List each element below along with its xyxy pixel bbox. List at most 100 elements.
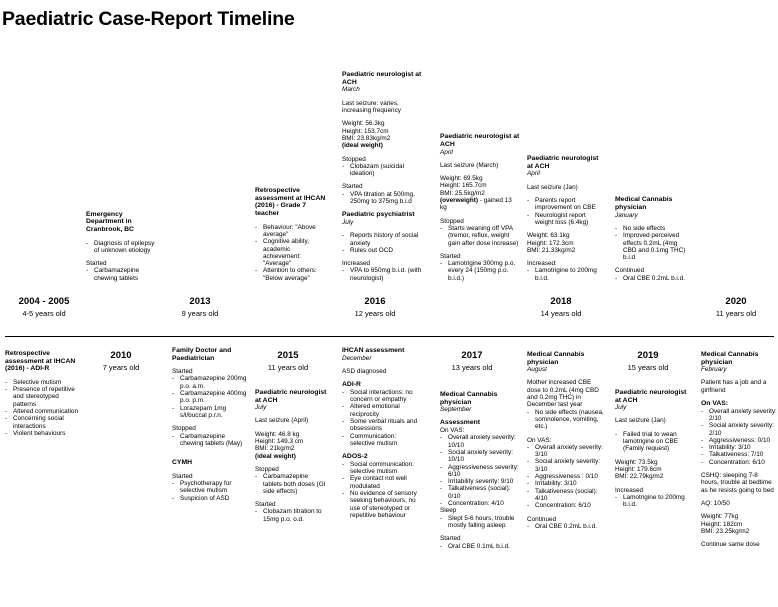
entry-month: July [255,404,267,412]
list-item: Overall anxiety severity: 10/10 [440,434,520,449]
entry-2019-cannabis-physician: Medical Cannabis physician January No si… [615,196,691,282]
list-item: Talkativeness (social): 4/10 [527,488,605,503]
height-value: Height: 165.7cm [440,182,487,190]
seizure-note: Last seizure (March) [440,161,499,169]
bmi-value: BMI: 25.5kg/m2 [440,189,485,197]
entry-heading: Paediatric neurologist at ACH [615,389,687,404]
plan-note: Continue same dose [701,541,760,549]
height-value: Height: 149.3 cm [255,438,304,446]
list-item: Aggressiveness severity: 6/10 [440,464,520,479]
entry-heading: Medical Cannabis physician [615,196,673,212]
list-item: Irritability: 3/10 [701,444,777,452]
list-item: Aggressiveness: 0/10 [701,437,777,445]
section-label: On VAS: [440,427,465,435]
entry-month: April [440,148,453,156]
bmi-value: BMI: 21kg/m2 [255,445,295,453]
entry-month: September [440,406,472,414]
list-item: Lamotrigine to 200mg b.i.d. [615,494,691,509]
milestone-2013: 2013 9 years old [160,296,240,318]
milestone-2019: 2019 15 years old [608,350,688,372]
section-heading: ADI-R [342,381,361,389]
entry-month: March [342,86,360,94]
milestone-age: 15 years old [627,363,669,372]
entry-heading: Paediatric neurologist at ACH [342,71,422,86]
list-item: Concentration: 6/10 [527,502,605,510]
status-note: Patient has a job and a girlfriend [701,379,767,394]
section-label: Increased: [527,260,557,268]
list-item: VPA titration at 500mg. 250mg to 375mg b… [342,191,422,206]
section-heading: Assessment [440,419,481,427]
entry-2016-neurologist-psychiatrist: Paediatric neurologist at ACH March Last… [342,71,422,282]
milestone-2004-2005: 2004 - 2005 4-5 years old [2,296,86,318]
section-label: Started [255,501,276,509]
entry-2017-neurologist: Paediatric neurologist at ACH April Last… [440,133,520,282]
list-item: Clobazam titration to 15mg p.o. o.d. [255,508,327,523]
seizure-note: Last seizure (April) [255,417,309,425]
weight-status: (overweight) [440,197,478,205]
weight-status: (ideal weight) [255,452,296,460]
weight-value: Weight: 73.5kg [615,458,658,466]
list-item: Clobazam (suicidal ideation) [342,163,422,178]
dose-note: Mother increased CBE dose to 0.2mL (4mg … [527,379,599,409]
section-label: Increased [615,486,644,494]
entry-heading: CYMH [172,459,193,467]
list-item: Reports history of social anxiety [342,232,422,247]
section-label: Sleep [440,507,457,515]
seizure-note: Last seizure: varies, increasing frequen… [342,99,401,115]
milestone-age: 7 years old [102,363,140,372]
height-value: Height: 179.6cm [615,465,662,473]
milestone-year: 2015 [277,350,299,361]
section-label: Stopped [172,425,196,433]
entry-heading: Medical Cannabis physician [440,391,498,406]
milestone-2010: 2010 7 years old [84,350,158,372]
list-item: Social communication: selective mutism [342,461,422,476]
list-item: Aggressiveness : 0/10 [527,473,605,481]
milestone-2015: 2015 11 years old [248,350,328,372]
height-value: Height: 182cm [701,520,743,528]
entry-month: August [527,366,547,374]
milestone-year: 2013 [189,296,211,307]
list-item: Selective mutism [5,379,81,387]
milestone-year: 2010 [110,350,132,361]
weight-status-line: (overweight) - gained 13 kg [440,197,520,212]
entry-month: February [701,366,727,374]
section-label: Started [440,252,461,260]
milestone-year: 2018 [550,296,572,307]
list-item: Irritability: 3/10 [527,480,605,488]
entry-2019-neurologist: Paediatric neurologist at ACH July Last … [615,389,691,508]
list-item: Failed trial to wean lamotrigine on CBE … [615,431,691,453]
list-item: Social anxiety severity: 10/10 [440,449,520,464]
milestone-2016: 2016 12 years old [335,296,415,318]
list-item: Social interactions: no concern or empat… [342,389,422,404]
list-item: Carbamazepine chewing tablets (May) [172,433,250,448]
list-item: Violent behaviours [5,430,81,438]
entry-heading: Retrospective assessment at IHCAN (2016)… [5,350,76,373]
list-item: Social anxiety severity: 3/10 [527,458,605,473]
bmi-value: BMI: 23.25kg/m2 [701,527,750,535]
section-label: Started [86,260,107,268]
list-item: Oral CBE 0.1mL b.i.d. [440,543,520,551]
entry-2005-retrospective: Retrospective assessment at IHCAN (2016)… [5,350,81,437]
milestone-year: 2020 [725,296,747,307]
milestone-year: 2017 [461,350,483,361]
entry-month: January [615,211,638,219]
bmi-value: BMI: 21.33kg/m2 [527,246,576,254]
list-item: Talkativeness (social): 0/10 [440,485,520,500]
list-item: No side effects [615,225,691,233]
entry-heading: Paediatric neurologist at ACH [255,389,327,404]
entry-heading: IHCAN assessment [342,347,405,354]
entry-2020-cannabis-physician: Medical Cannabis physician February Pati… [701,351,777,548]
section-label: Continued [615,267,645,275]
milestone-year: 2004 - 2005 [18,296,70,307]
section-heading: ADOS-2 [342,453,368,461]
weight-value: Weight: 69.5kg [440,175,483,183]
section-label: Started [172,472,193,480]
list-item: Some verbal rituals and obsessions [342,418,422,433]
section-label: Stopped [255,465,279,473]
list-item: Carbamazepine 200mg p.o. a.m. [172,375,250,390]
sleep-note: CSHQ: sleeping 7-8 hours, trouble at bed… [701,472,774,494]
weight-gain: - gained 13 kg [440,197,512,212]
list-item: Communication: selective mutism [342,433,422,448]
milestone-age: 9 years old [181,309,219,318]
entry-month: July [342,218,354,226]
